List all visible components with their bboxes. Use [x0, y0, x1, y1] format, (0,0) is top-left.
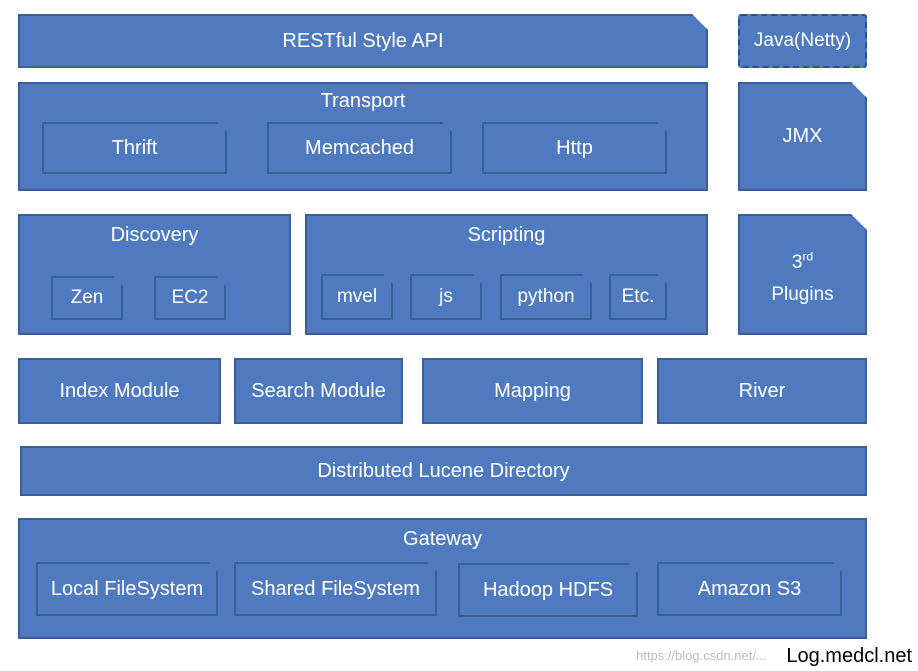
java-netty-box: Java(Netty)	[738, 14, 867, 68]
scripting-item-python: python	[500, 274, 592, 320]
gateway-item-amazon-s3: Amazon S3	[657, 562, 842, 616]
scripting-item-js: js	[410, 274, 482, 320]
jmx-label: JMX	[782, 125, 823, 147]
discovery-item-ec2: EC2	[154, 276, 226, 320]
search-module-box: Search Module	[234, 358, 403, 424]
transport-title: Transport	[320, 90, 406, 112]
watermark-text: https://blog.csdn.net/...	[636, 648, 767, 663]
plugins-ordinal: 3rd	[791, 249, 814, 273]
gateway-title: Gateway	[403, 528, 482, 550]
java-netty-label: Java(Netty)	[753, 30, 852, 51]
footer-credit: Log.medcl.net	[786, 645, 912, 667]
discovery-item-zen: Zen	[51, 276, 123, 320]
scripting-title: Scripting	[467, 224, 546, 246]
lucene-directory-box: Distributed Lucene Directory	[20, 446, 867, 496]
plugins-box: 3rd Plugins	[738, 214, 867, 335]
gateway-item-hadoop-hdfs: Hadoop HDFS	[458, 563, 638, 617]
gateway-item-shared-fs: Shared FileSystem	[234, 562, 437, 616]
river-box: River	[657, 358, 867, 424]
transport-item-http: Http	[482, 122, 667, 174]
mapping-box: Mapping	[422, 358, 643, 424]
transport-item-memcached: Memcached	[267, 122, 452, 174]
discovery-title: Discovery	[110, 224, 199, 246]
plugins-label: Plugins	[771, 284, 834, 305]
scripting-item-mvel: mvel	[321, 274, 393, 320]
restful-api-box: RESTful Style API	[18, 14, 708, 68]
index-module-box: Index Module	[18, 358, 221, 424]
restful-api-label: RESTful Style API	[282, 29, 444, 52]
jmx-box: JMX	[738, 82, 867, 191]
gateway-item-local-fs: Local FileSystem	[36, 562, 218, 616]
scripting-item-etc: Etc.	[609, 274, 667, 320]
transport-item-thrift: Thrift	[42, 122, 227, 174]
